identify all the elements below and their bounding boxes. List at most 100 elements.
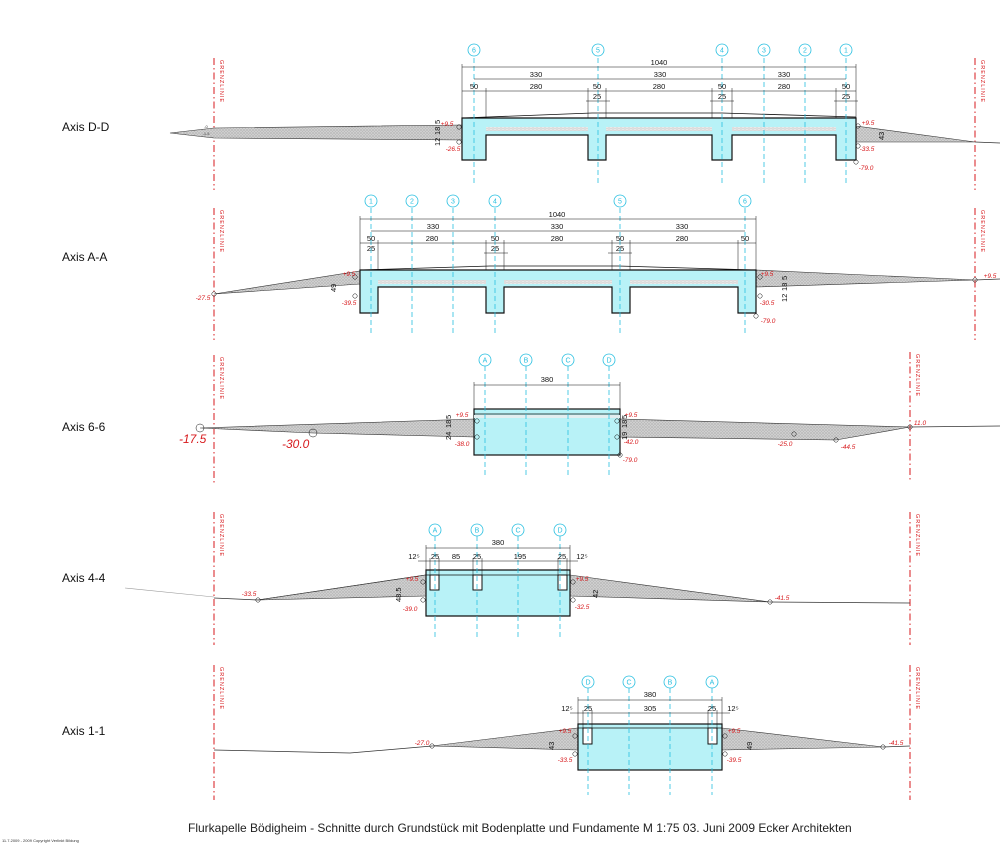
dimension-text: 330 xyxy=(654,70,667,79)
grid-axes xyxy=(587,688,713,795)
terrain-line xyxy=(124,587,215,598)
grid-markers xyxy=(467,43,853,57)
level-text: -25.0 xyxy=(778,441,793,448)
terrain-fill xyxy=(619,418,911,441)
section-6-6: Axis 6-6 GRENZLINIE GRENZLINIE A B C D 3… xyxy=(62,352,1000,485)
level-text: +9.5 xyxy=(728,728,741,735)
gravel-layer xyxy=(378,280,486,284)
dimension-text: 25 xyxy=(584,704,592,713)
dimension-text: 50 xyxy=(367,234,375,243)
level-text: -42.0 xyxy=(624,439,639,446)
vertical-dimension: 42 xyxy=(591,590,600,598)
grid-label: D xyxy=(557,528,562,535)
level-text-large: -30.0 xyxy=(282,437,310,451)
grid-label: 2 xyxy=(410,199,414,206)
section-d-d: Axis D-D GRENZLINIE GRENZLINIE 6 5 4 3 2 xyxy=(62,43,1000,190)
gravel-layer xyxy=(732,127,836,131)
dimension-text: 330 xyxy=(551,222,564,231)
dimension-text: 280 xyxy=(676,234,689,243)
section-1-1: Axis 1-1 GRENZLINIE GRENZLINIE D C B A xyxy=(62,665,920,800)
level-text: 11.0 xyxy=(914,420,927,427)
boundary-label: GRENZLINIE xyxy=(218,357,224,400)
foundation-slab xyxy=(425,569,571,617)
level-text: -33.5 xyxy=(558,757,573,764)
dimension-lines xyxy=(359,216,757,270)
dimension-text: 50 xyxy=(616,234,624,243)
level-text: +9.5 xyxy=(761,271,774,278)
level-text: -33.5 xyxy=(242,591,257,598)
foundation-slab xyxy=(577,723,723,771)
level-text: -32.5 xyxy=(575,604,590,611)
grid-label: 6 xyxy=(743,199,747,206)
dimension-text: 12⁵ xyxy=(576,552,587,561)
section-4-4: Axis 4-4 GRENZLINIE GRENZLINIE A B C D xyxy=(62,512,920,645)
dimension-lines xyxy=(473,382,621,409)
grid-label: C xyxy=(565,358,570,365)
dimension-text: 280 xyxy=(426,234,439,243)
dimension-lines xyxy=(418,545,578,575)
grid-label: A xyxy=(433,528,438,535)
level-text: -0 xyxy=(204,124,208,129)
slab-top-line xyxy=(461,112,857,119)
level-text: +9.5 xyxy=(862,120,875,127)
grid-label: C xyxy=(515,528,520,535)
dimension-text: 280 xyxy=(653,82,666,91)
dimension-text: 25 xyxy=(842,92,850,101)
level-markers xyxy=(255,579,773,605)
grid-label: D xyxy=(606,358,611,365)
vertical-dimension: 5 xyxy=(444,415,453,419)
level-text: -39.5 xyxy=(342,300,357,307)
vertical-dimension: 12 xyxy=(433,138,442,146)
dimension-text: 330 xyxy=(530,70,543,79)
level-text: -1.5 xyxy=(203,131,211,136)
level-markers xyxy=(456,123,861,165)
terrain-line xyxy=(974,278,1000,281)
section-title: Axis 4-4 xyxy=(62,571,106,585)
dimension-text: 195 xyxy=(514,552,527,561)
terrain-line xyxy=(909,425,1000,428)
boundary-label: GRENZLINIE xyxy=(979,210,985,253)
vertical-dimension: 5 xyxy=(620,415,629,419)
vertical-dimension: 18 xyxy=(780,283,789,291)
terrain-fill xyxy=(431,727,579,751)
level-markers xyxy=(429,733,886,757)
grid-label: B xyxy=(475,528,480,535)
grid-label: B xyxy=(668,680,673,687)
vertical-dimension: 43 xyxy=(877,132,886,140)
dimension-text: 25 xyxy=(491,244,499,253)
foundation-slab xyxy=(359,269,757,314)
grid-markers xyxy=(364,194,752,208)
grid-label: A xyxy=(710,680,715,687)
level-text: +9.5 xyxy=(576,576,589,583)
vertical-dimension: 18 xyxy=(620,420,629,428)
grid-label: 1 xyxy=(844,48,848,55)
gravel-layer xyxy=(606,127,712,131)
vertical-dimension: 5 xyxy=(433,120,442,124)
grid-label: 6 xyxy=(472,48,476,55)
level-text: -79.0 xyxy=(761,318,776,325)
grid-axes xyxy=(473,58,847,186)
dimension-text: 330 xyxy=(427,222,440,231)
level-text-large: -17.5 xyxy=(179,432,207,446)
terrain-line xyxy=(974,141,1000,144)
dimension-text: 280 xyxy=(530,82,543,91)
grid-label: C xyxy=(626,680,631,687)
grid-label: D xyxy=(585,680,590,687)
section-title: Axis 6-6 xyxy=(62,420,106,434)
vertical-dimension: 19 xyxy=(620,432,629,440)
level-text: -41.5 xyxy=(775,595,790,602)
dimension-text: 50 xyxy=(593,82,601,91)
level-text: -79.0 xyxy=(859,165,874,172)
boundary-label: GRENZLINIE xyxy=(914,354,920,397)
gravel-layer xyxy=(486,127,588,131)
level-text: -79.0 xyxy=(623,457,638,464)
boundary-label: GRENZLINIE xyxy=(979,60,985,103)
level-text: +9.5 xyxy=(625,412,638,419)
vertical-dimension: 12 xyxy=(780,294,789,302)
gravel-layer xyxy=(474,415,620,418)
dimension-lines xyxy=(461,64,858,118)
dimension-text: 25 xyxy=(718,92,726,101)
level-text: +9.5 xyxy=(984,273,997,280)
grid-axes xyxy=(484,366,610,478)
